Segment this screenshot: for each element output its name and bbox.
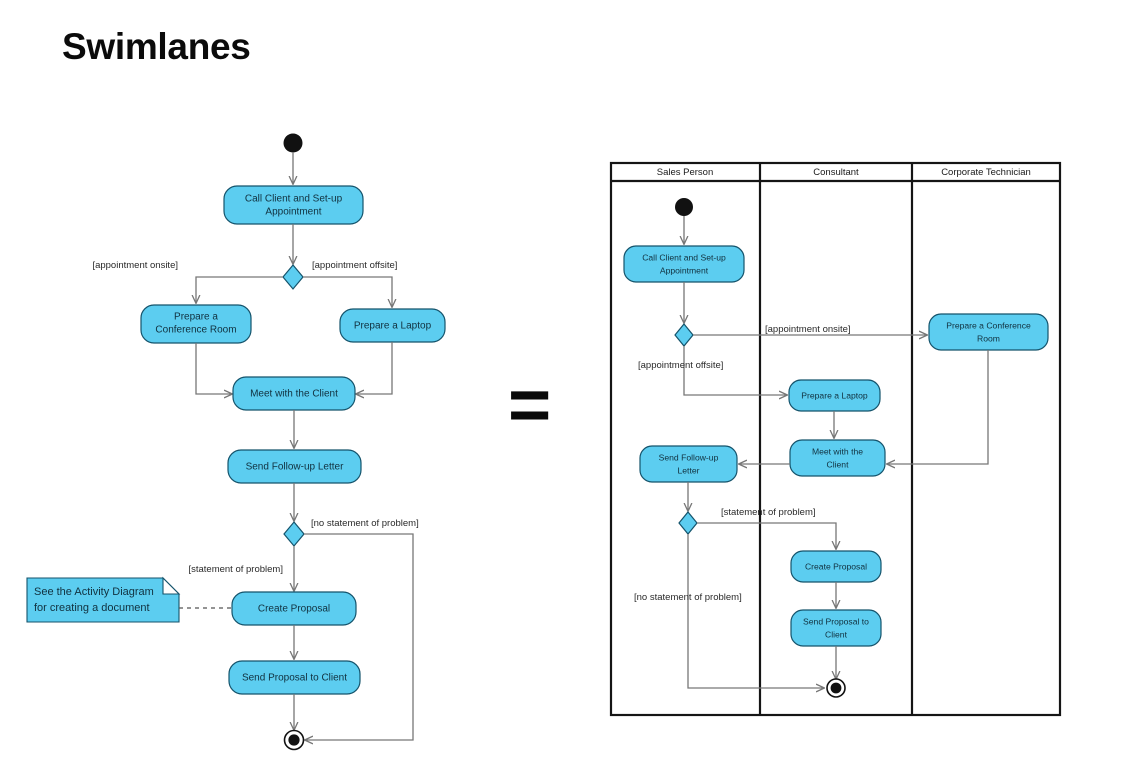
swimlane-frame xyxy=(609,161,1062,717)
equals-symbol: = xyxy=(508,363,552,446)
swim-activity-send-followup-letter[interactable]: Send Follow-up Letter xyxy=(639,445,738,483)
swim-activity-meet-client[interactable]: Meet with the Client xyxy=(789,439,886,477)
flow-conference-room-to-meet-client xyxy=(195,343,232,394)
swim-flow-conference-room-to-meet-client xyxy=(887,350,989,464)
swim-activity-prepare-laptop-label: Prepare a Laptop xyxy=(801,390,868,400)
swim-start-node xyxy=(675,198,693,216)
swim-activity-call-client-label-line2: Appointment xyxy=(660,265,709,275)
activity-send-proposal-label: Send Proposal to Client xyxy=(242,673,347,684)
activity-prepare-laptop[interactable]: Prepare a Laptop xyxy=(339,308,446,343)
flow-laptop-to-meet-client xyxy=(356,342,393,394)
activity-prepare-conference-room-label-line2: Conference Room xyxy=(155,325,236,336)
start-node xyxy=(283,133,303,153)
guard-no-statement-of-problem: [no statement of problem] xyxy=(311,518,419,529)
swim-flow-statement-to-create-proposal xyxy=(697,522,836,549)
guard-appointment-onsite: [appointment onsite] xyxy=(92,260,178,271)
activity-diagram-without-swimlanes: Call Client and Set-up Appointment [appo… xyxy=(26,133,446,751)
swim-flow-no-statement-to-final xyxy=(687,534,824,688)
page-title: Swimlanes xyxy=(62,26,251,67)
guard-statement-of-problem: [statement of problem] xyxy=(188,564,283,575)
flow-no-statement-to-final xyxy=(304,533,414,740)
swim-decision-problem-statement[interactable] xyxy=(678,511,698,535)
swim-guard-appointment-onsite: [appointment onsite] xyxy=(765,324,851,335)
swimlane-header-sales-person: Sales Person xyxy=(657,167,714,178)
activity-note-line2: for creating a document xyxy=(34,602,150,614)
activity-send-proposal[interactable]: Send Proposal to Client xyxy=(228,660,361,695)
swim-activity-call-client[interactable]: Call Client and Set-up Appointment xyxy=(623,245,745,283)
activity-final-node xyxy=(283,729,305,751)
decision-appointment-location[interactable] xyxy=(282,264,304,290)
activity-note: See the Activity Diagram for creating a … xyxy=(26,576,232,623)
swim-activity-send-proposal-label-line1: Send Proposal to xyxy=(803,616,869,626)
swim-activity-prepare-laptop[interactable]: Prepare a Laptop xyxy=(788,379,881,412)
swim-activity-prepare-conference-room[interactable]: Prepare a Conference Room xyxy=(928,313,1049,351)
activity-call-client-label-line1: Call Client and Set-up xyxy=(245,194,343,205)
swim-activity-send-proposal-label-line2: Client xyxy=(825,629,848,639)
swim-activity-meet-client-box[interactable] xyxy=(789,439,886,477)
guard-appointment-offsite: [appointment offsite] xyxy=(312,260,397,271)
swim-activity-final-node xyxy=(826,678,846,698)
swim-activity-send-proposal[interactable]: Send Proposal to Client xyxy=(790,609,882,647)
activity-prepare-conference-room-label-line1: Prepare a xyxy=(174,312,218,323)
swimlane-header-corporate-technician: Corporate Technician xyxy=(941,167,1031,178)
swim-decision-appointment-location[interactable] xyxy=(674,323,694,347)
activity-create-proposal-label: Create Proposal xyxy=(258,604,330,615)
swim-guard-appointment-offsite: [appointment offsite] xyxy=(638,360,723,371)
swim-activity-create-proposal-label: Create Proposal xyxy=(805,561,867,571)
swim-activity-send-followup-letter-label-line2: Letter xyxy=(678,465,700,475)
swim-activity-meet-client-label-line1: Meet with the xyxy=(812,446,863,456)
activity-meet-client-label: Meet with the Client xyxy=(250,389,338,400)
swim-activity-send-followup-letter-label-line1: Send Follow-up xyxy=(659,452,719,462)
swim-activity-prepare-conference-room-label-line1: Prepare a Conference xyxy=(946,320,1031,330)
swim-activity-prepare-conference-room-label-line2: Room xyxy=(977,333,1000,343)
swim-activity-create-proposal[interactable]: Create Proposal xyxy=(790,550,882,583)
activity-note-fold xyxy=(162,576,181,595)
swimlane-header-consultant: Consultant xyxy=(813,167,859,178)
flow-decision-to-prepare-conference-room xyxy=(196,276,283,303)
activity-send-followup-letter-label: Send Follow-up Letter xyxy=(246,462,345,473)
swim-activity-meet-client-label-line2: Client xyxy=(827,459,850,469)
swim-flow-offsite-to-laptop xyxy=(683,346,787,395)
activity-call-client-label-line2: Appointment xyxy=(265,207,321,218)
swim-guard-no-statement-of-problem: [no statement of problem] xyxy=(634,592,742,603)
flow-decision-to-prepare-laptop xyxy=(303,276,392,307)
swim-guard-statement-of-problem: [statement of problem] xyxy=(721,507,816,518)
activity-note-line1: See the Activity Diagram xyxy=(34,586,154,598)
activity-prepare-laptop-label: Prepare a Laptop xyxy=(354,321,432,332)
swim-activity-call-client-label-line1: Call Client and Set-up xyxy=(642,252,726,262)
